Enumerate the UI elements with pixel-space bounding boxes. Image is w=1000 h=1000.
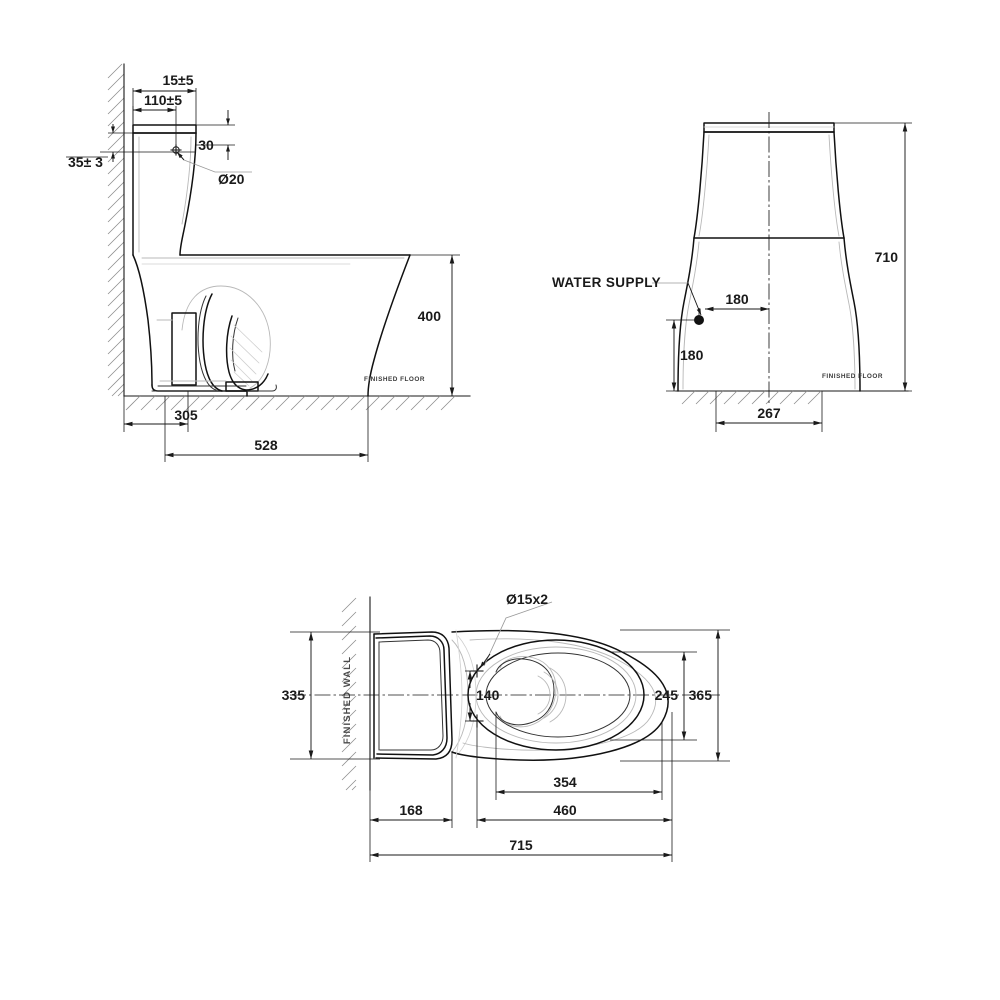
dim-value-710: 710	[875, 249, 899, 265]
dim-bolt-to-wall: 305	[123, 391, 198, 432]
dim-value-460: 460	[553, 802, 577, 818]
water-supply-label: WATER SUPPLY	[552, 275, 661, 290]
dim-overall-height: 710	[834, 122, 912, 392]
dim-value-dia20: Ø20	[218, 171, 245, 187]
plan-bolt-holes: Ø15x2	[470, 591, 553, 728]
dim-value-30: 30	[198, 137, 214, 153]
dim-value-35pm3: 35± 3	[68, 154, 103, 170]
dim-base-width: 267	[715, 391, 823, 432]
dim-bowl-inner-length: 354	[495, 712, 663, 800]
dim-value-110pm5: 110±5	[144, 92, 182, 108]
front-finished-floor-label: FINISHED FLOOR	[822, 373, 883, 380]
dim-seat-height: 400	[410, 254, 460, 396]
dim-value-305: 305	[174, 407, 198, 423]
side-elevation-view: 400 305 528 15±5 110±5	[66, 63, 471, 462]
plan-tank-outline	[373, 631, 477, 760]
side-toilet-outline	[132, 124, 411, 397]
dim-value-dia15x2: Ø15x2	[506, 591, 548, 607]
dim-value-365: 365	[689, 687, 713, 703]
dim-value-267: 267	[757, 405, 781, 421]
dim-value-15pm5: 15±5	[162, 72, 193, 88]
dim-value-180-h: 180	[725, 291, 749, 307]
plan-wall-hatch: FINISHED WALL	[341, 596, 371, 791]
plan-bowl-outline	[451, 629, 669, 761]
dim-bolt-hole-dia-side: Ø20	[170, 144, 252, 187]
dim-tank-depth: 168	[369, 752, 453, 828]
dim-tank-width: 335	[282, 631, 380, 760]
side-floor	[123, 395, 471, 411]
side-finished-floor-label: FINISHED FLOOR	[364, 376, 425, 383]
dim-value-354: 354	[553, 774, 577, 790]
plan-view: FINISHED WALL	[282, 591, 730, 862]
front-elevation-view: WATER SUPPLY 180 180 267 710	[552, 112, 912, 432]
plan-finished-wall-label: FINISHED WALL	[342, 656, 353, 744]
dim-value-140: 140	[476, 687, 500, 703]
dim-tank-top-drop: 30	[196, 110, 235, 160]
dim-value-715: 715	[509, 837, 533, 853]
dim-bolt-spacing: 140	[465, 670, 500, 722]
dim-value-180-v: 180	[680, 347, 704, 363]
dim-supply-offset: 110±5	[132, 92, 182, 150]
dim-value-168: 168	[399, 802, 423, 818]
dim-overall-length: 715	[369, 828, 673, 862]
front-toilet-outline	[677, 122, 861, 392]
side-wall-hatch	[107, 63, 125, 397]
dim-value-245: 245	[655, 687, 679, 703]
dim-value-400: 400	[418, 308, 442, 324]
dim-value-335: 335	[282, 687, 306, 703]
dim-supply-from-floor: 180	[666, 319, 704, 392]
dim-bowl-width-inner: 245	[610, 651, 697, 741]
dim-supply-from-center: 180	[698, 291, 769, 322]
dim-lid-gap: 35± 3	[66, 124, 196, 170]
dim-bowl-outer-length: 460	[476, 712, 673, 828]
dim-value-528: 528	[254, 437, 278, 453]
dim-bowl-projection: 528	[164, 396, 369, 462]
front-floor	[675, 390, 909, 405]
dim-bowl-width-outer: 365	[620, 629, 730, 762]
